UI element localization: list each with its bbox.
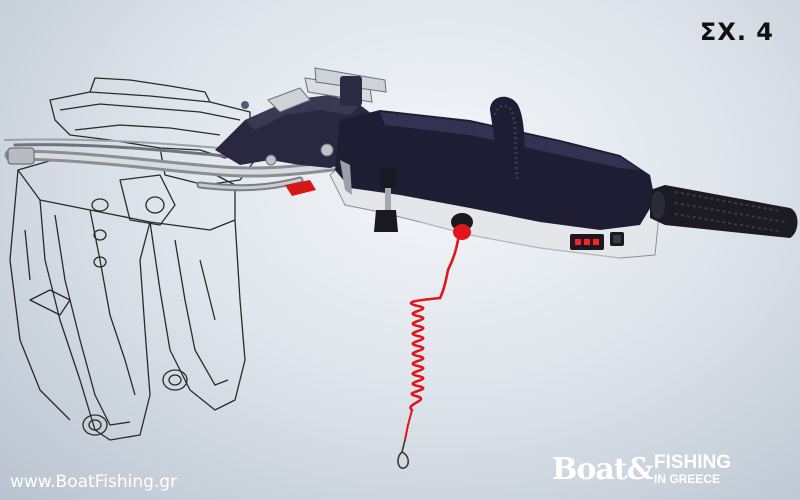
tiller-arm bbox=[215, 95, 661, 259]
logo-brand: Boat& bbox=[552, 452, 654, 487]
mount-bracket-wireframe bbox=[9, 77, 256, 441]
grip-handle bbox=[490, 96, 529, 202]
red-lever bbox=[285, 180, 316, 196]
kill-switch bbox=[374, 168, 473, 240]
coiled-lanyard bbox=[404, 238, 460, 441]
twist-grip bbox=[650, 185, 798, 238]
tilt-lock-assembly bbox=[267, 67, 387, 113]
watermark-url: www.BoatFishing.gr bbox=[10, 472, 178, 492]
logo-line2: IN GREECE bbox=[654, 472, 721, 486]
indicator-panel bbox=[570, 232, 624, 250]
figure-label: ΣΧ. 4 bbox=[699, 18, 774, 46]
lanyard-clip bbox=[397, 439, 410, 469]
publication-logo: Boat& FISHING IN GREECE bbox=[552, 450, 788, 494]
logo-line1: FISHING bbox=[654, 452, 732, 473]
